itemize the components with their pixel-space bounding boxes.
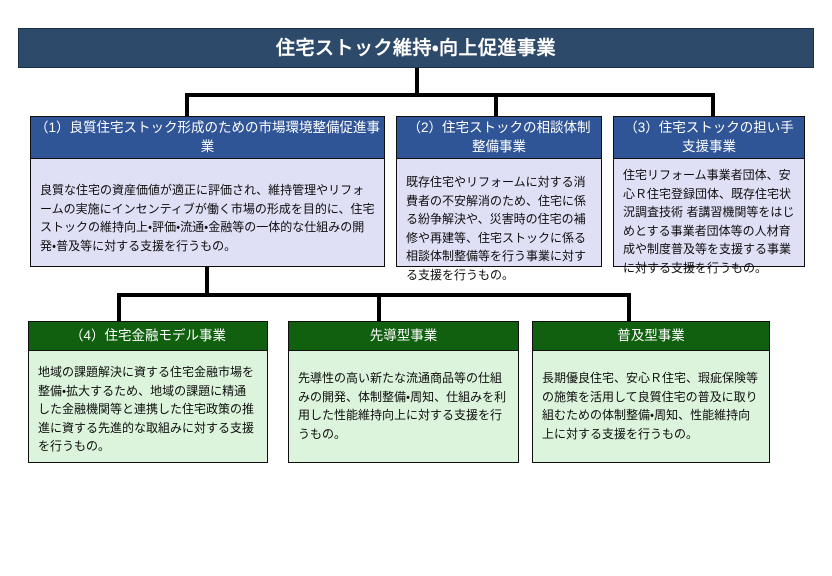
connector-drop-node3 [711, 93, 715, 116]
node-ryoushitsu-jutaku-stock[interactable]: （1）良質住宅ストック形成のための市場環境整備促進事業 良質な住宅の資産価値が適… [30, 116, 385, 267]
root-title-banner: 住宅ストック維持・向上促進事業 [18, 28, 814, 68]
connector-drop-node6 [627, 293, 631, 322]
connector-drop-node2 [494, 93, 498, 116]
node-header: （2）住宅ストックの相談体制整備事業 [396, 116, 602, 159]
node-body-text: 既存住宅やリフォームに対する消費者の不安解消のため、住宅に係る紛争解決や、災害時… [406, 175, 587, 282]
node-header-text: （2）住宅ストックの相談体制整備事業 [407, 120, 591, 154]
node-header-text: （4）住宅金融モデル事業 [69, 327, 226, 343]
node-body: 長期優良住宅、安心Ｒ住宅、瑕疵保険等の施策を活用して良質住宅の普及に取り組むため… [532, 351, 770, 463]
node-jutaku-kinyu-model[interactable]: （4）住宅金融モデル事業 地域の課題解決に資する住宅金融市場を整備・拡大するため… [28, 321, 268, 463]
node-header-text: 普及型事業 [617, 327, 685, 343]
node-header-text: （1）良質住宅ストック形成のための市場環境整備促進事業 [35, 120, 381, 154]
node-body: 地域の課題解決に資する住宅金融市場を整備・拡大するため、地域の課題に精通した金融… [28, 351, 268, 463]
node-header: （4）住宅金融モデル事業 [28, 321, 268, 351]
node-fukyugata-jigyo[interactable]: 普及型事業 長期優良住宅、安心Ｒ住宅、瑕疵保険等の施策を活用して良質住宅の普及に… [532, 321, 770, 463]
node-header: 先導型事業 [288, 321, 519, 351]
node-header: （1）良質住宅ストック形成のための市場環境整備促進事業 [30, 116, 385, 159]
node-body: 良質な住宅の資産価値が適正に評価され、維持管理やリフォームの実施にインセンティブ… [30, 159, 385, 267]
node-header-text: （3）住宅ストックの担い手支援事業 [624, 120, 794, 154]
node-header: （3）住宅ストックの担い手支援事業 [613, 116, 805, 159]
node-body: 既存住宅やリフォームに対する消費者の不安解消のため、住宅に係る紛争解決や、災害時… [396, 159, 602, 282]
connector-drop-node4 [117, 293, 121, 322]
node-body-text: 住宅リフォーム事業者団体、安心Ｒ住宅登録団体、既存住宅状況調査技術 者講習機関等… [623, 168, 795, 275]
connector-drop-node1 [185, 93, 189, 116]
connector-drop-node5 [377, 293, 381, 322]
node-body-text: 先導性の高い新たな流通商品等の仕組みの開発、体制整備・周知、仕組みを利用した性能… [298, 371, 507, 441]
node-body: 住宅リフォーム事業者団体、安心Ｒ住宅登録団体、既存住宅状況調査技術 者講習機関等… [613, 159, 805, 275]
node-body-text: 地域の課題解決に資する住宅金融市場を整備・拡大するため、地域の課題に精通した金融… [38, 365, 255, 454]
node-body-text: 長期優良住宅、安心Ｒ住宅、瑕疵保険等の施策を活用して良質住宅の普及に取り組むため… [542, 371, 759, 441]
node-body: 先導性の高い新たな流通商品等の仕組みの開発、体制整備・周知、仕組みを利用した性能… [288, 351, 519, 463]
node-jutaku-stock-soudan[interactable]: （2）住宅ストックの相談体制整備事業 既存住宅やリフォームに対する消費者の不安解… [396, 116, 602, 282]
node-body-text: 良質な住宅の資産価値が適正に評価され、維持管理やリフォームの実施にインセンティブ… [40, 183, 375, 253]
connector-node1-stem [205, 267, 209, 295]
node-header-text: 先導型事業 [369, 327, 438, 343]
node-jutaku-stock-ninaite[interactable]: （3）住宅ストックの担い手支援事業 住宅リフォーム事業者団体、安心Ｒ住宅登録団体… [613, 116, 805, 275]
root-title-text: 住宅ストック維持・向上促進事業 [276, 37, 556, 59]
node-sendougata-jigyo[interactable]: 先導型事業 先導性の高い新たな流通商品等の仕組みの開発、体制整備・周知、仕組みを… [288, 321, 519, 463]
connector-row2-bus [117, 293, 631, 297]
connector-row1-bus [185, 93, 715, 97]
connector-root-stem [415, 68, 419, 95]
node-header: 普及型事業 [532, 321, 770, 351]
